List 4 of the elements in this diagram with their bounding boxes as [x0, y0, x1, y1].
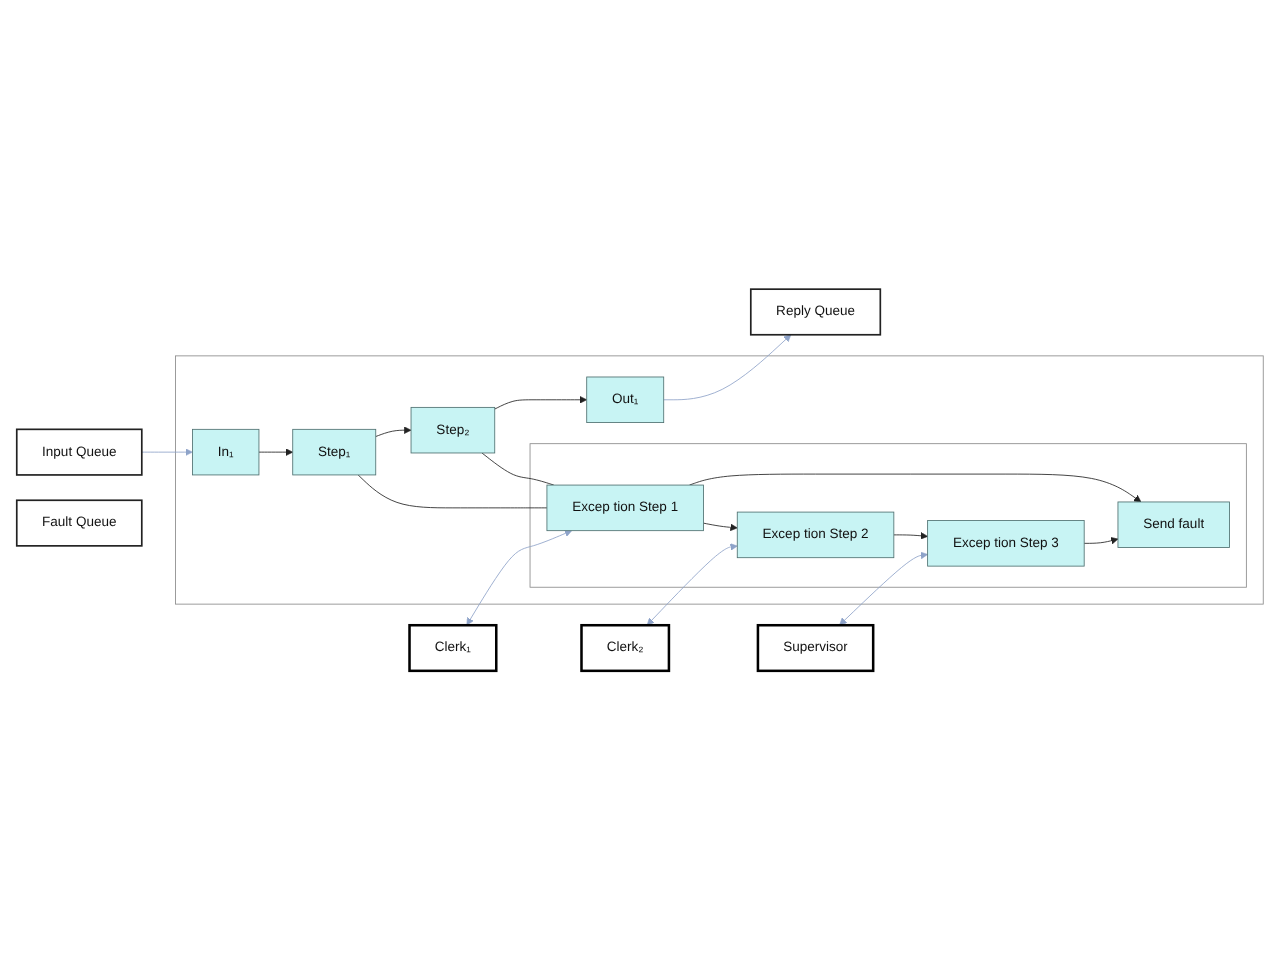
connector: [357, 474, 548, 509]
connector: [481, 452, 555, 486]
cluster: [175, 355, 1264, 605]
cluster: [529, 443, 1247, 588]
